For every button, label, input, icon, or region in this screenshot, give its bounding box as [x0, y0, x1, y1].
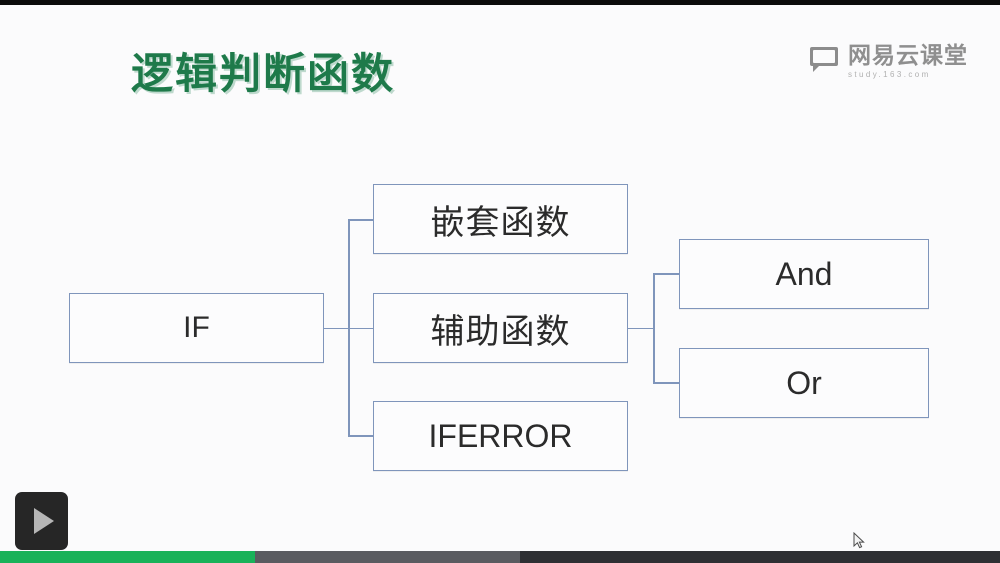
connector-trunk-right [653, 273, 655, 382]
connector-trunk-to-iferror [348, 435, 374, 437]
screen-logo-icon [810, 47, 840, 73]
flow-diagram: IF 嵌套函数 辅助函数 IFERROR And Or [0, 5, 1000, 548]
node-if[interactable]: IF [69, 293, 324, 363]
node-nested-function[interactable]: 嵌套函数 [373, 184, 628, 254]
letterbox-top-bar [0, 0, 1000, 5]
brand-name-en: study.163.com [848, 70, 931, 79]
connector-root-to-trunk [324, 327, 349, 329]
connector-helper-to-trunk [628, 327, 654, 329]
connector-trunk-to-or [653, 382, 680, 384]
connector-trunk-to-helper [348, 327, 374, 329]
brand-text: 网易云课堂 study.163.com [848, 45, 968, 79]
slide-canvas: 逻辑判断函数 网易云课堂 study.163.com [0, 5, 1000, 548]
node-and[interactable]: And [679, 239, 929, 309]
progress-played [0, 551, 255, 563]
video-progress-bar[interactable] [0, 551, 1000, 563]
node-helper-function[interactable]: 辅助函数 [373, 293, 628, 363]
node-or[interactable]: Or [679, 348, 929, 418]
brand-name-cn: 网易云课堂 [848, 43, 968, 69]
play-icon [34, 508, 54, 534]
node-iferror[interactable]: IFERROR [373, 401, 628, 471]
play-button[interactable] [15, 492, 68, 550]
page-title: 逻辑判断函数 [131, 49, 396, 98]
connector-trunk-to-nested [348, 219, 374, 221]
connector-trunk-to-and [653, 273, 680, 275]
brand-logo: 网易云课堂 study.163.com [810, 45, 968, 79]
